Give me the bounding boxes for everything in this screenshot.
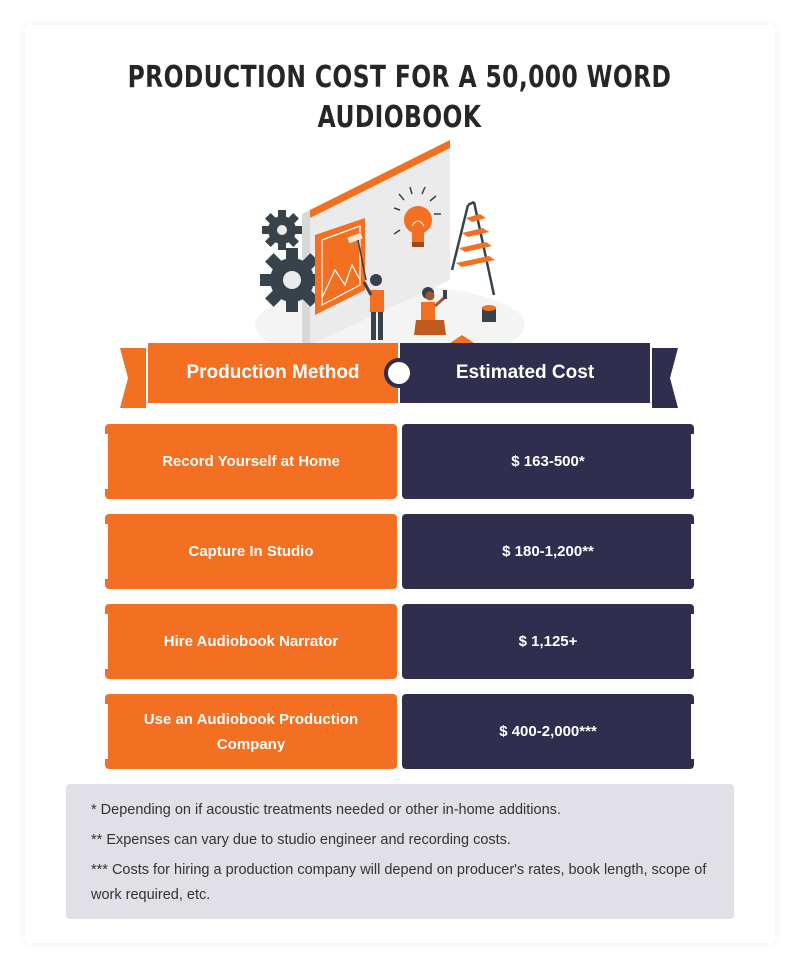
cell-notch xyxy=(691,704,694,759)
cell-notch xyxy=(105,614,108,669)
row-2-method: Capture In Studio xyxy=(105,514,397,589)
header-label-method: Production Method xyxy=(186,362,360,383)
person-sitting xyxy=(414,287,447,335)
header-connector-circle xyxy=(384,358,414,388)
gear-icon xyxy=(260,210,324,312)
cell-notch xyxy=(105,434,108,489)
footnotes-box: * Depending on if acoustic treatments ne… xyxy=(66,784,734,919)
ladder-icon xyxy=(450,200,496,296)
header-label-cost: Estimated Cost xyxy=(455,362,595,383)
header-production-method: Production Method xyxy=(148,343,398,403)
row-2-cost: $ 180-1,200** xyxy=(402,514,694,589)
cell-notch xyxy=(105,524,108,579)
cost-value: $ 400-2,000*** xyxy=(499,723,597,740)
cell-notch xyxy=(105,704,108,759)
paint-bucket-icon xyxy=(482,305,496,322)
row-4-method: Use an Audiobook Production Company xyxy=(105,694,397,769)
row-1-method: Record Yourself at Home xyxy=(105,424,397,499)
row-3-cost: $ 1,125+ xyxy=(402,604,694,679)
person-painting xyxy=(362,274,384,340)
cell-notch xyxy=(691,614,694,669)
page-title: PRODUCTION COST FOR A 50,000 WORD AUDIOB… xyxy=(127,60,672,135)
method-label: Capture In Studio xyxy=(188,543,314,560)
illustration xyxy=(255,140,525,345)
method-label: Hire Audiobook Narrator xyxy=(163,633,339,650)
header-estimated-cost: Estimated Cost xyxy=(400,343,650,403)
row-3-method: Hire Audiobook Narrator xyxy=(105,604,397,679)
cost-value: $ 180-1,200** xyxy=(502,543,594,560)
lightbulb-icon xyxy=(393,186,441,247)
ribbon-end-left xyxy=(120,348,146,408)
footnote-2: ** Expenses can vary due to studio engin… xyxy=(91,832,511,848)
cell-notch xyxy=(691,524,694,579)
footnote-3: *** Costs for hiring a production compan… xyxy=(91,862,707,903)
row-1-cost: $ 163-500* xyxy=(402,424,694,499)
cell-notch xyxy=(691,434,694,489)
cost-value: $ 1,125+ xyxy=(518,633,578,650)
method-label: Use an Audiobook Production Company xyxy=(143,710,359,753)
method-label: Record Yourself at Home xyxy=(162,453,340,470)
ribbon-end-right xyxy=(652,348,678,408)
footnote-1: * Depending on if acoustic treatments ne… xyxy=(91,802,561,818)
cost-value: $ 163-500* xyxy=(511,453,585,470)
picture-frame-icon xyxy=(315,218,365,315)
paint-roller-icon xyxy=(347,232,367,281)
row-4-cost: $ 400-2,000*** xyxy=(402,694,694,769)
